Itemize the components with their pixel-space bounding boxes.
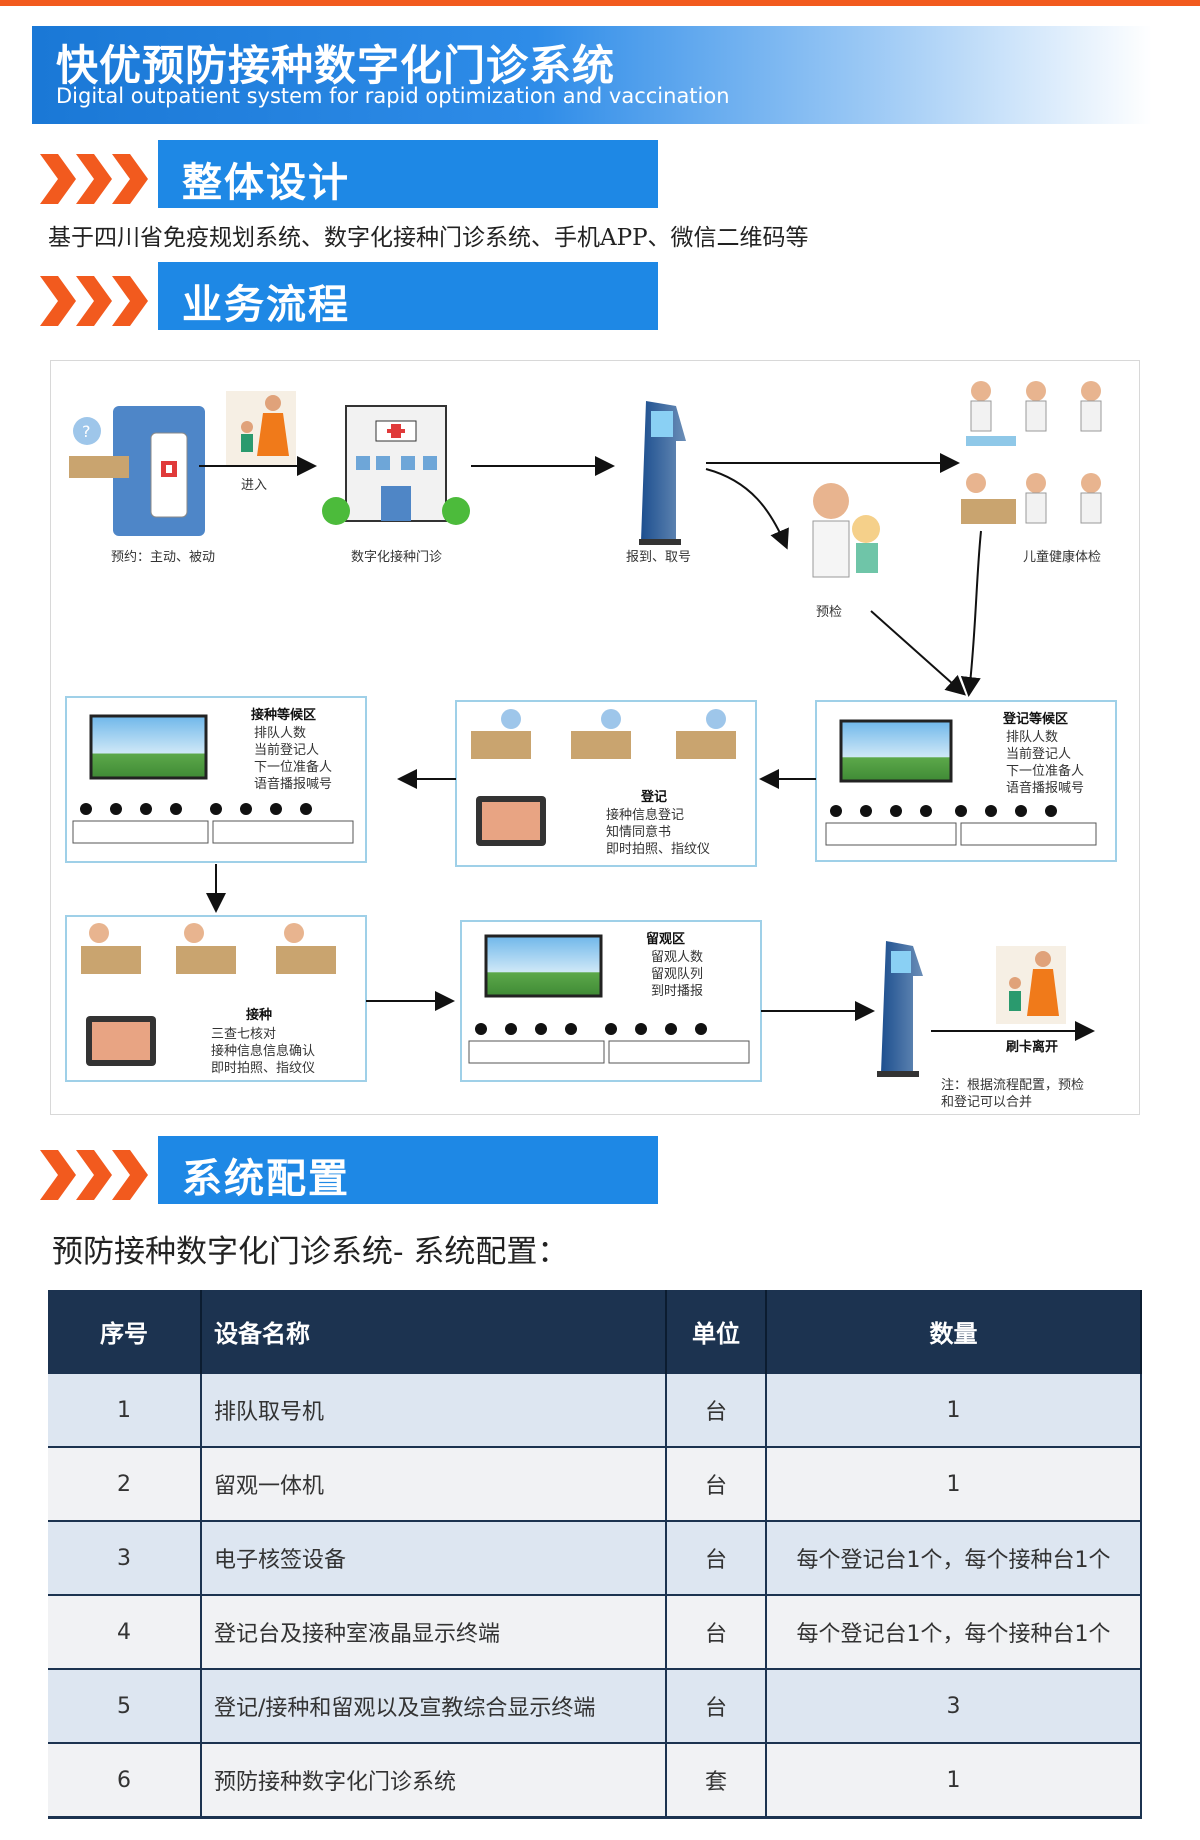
top-accent-line <box>0 0 1200 6</box>
label-clinic: 数字化接种门诊 <box>351 549 442 565</box>
cell-quantity: 1 <box>766 1446 1142 1521</box>
config-caption: 预防接种数字化门诊系统- 系统配置： <box>52 1234 569 1270</box>
phone-appointment-icon: ? <box>69 406 205 536</box>
register-title: 登记 <box>640 789 667 805</box>
observe-item: 留观队列 <box>651 967 703 982</box>
section-header-config: 系统配置 <box>40 1136 660 1206</box>
cell-unit: 台 <box>666 1594 767 1669</box>
cell-index: 2 <box>48 1446 202 1521</box>
table-row: 6 预防接种数字化门诊系统 套 1 <box>48 1742 1142 1819</box>
vaccinate-item: 即时拍照、指纹仪 <box>211 1061 315 1076</box>
chevron-arrows-icon <box>40 276 148 326</box>
observe-item: 到时播报 <box>651 984 703 999</box>
hospital-building-icon <box>322 405 470 525</box>
vaccinate-title: 接种 <box>246 1007 272 1023</box>
vaccinate-item: 三查七核对 <box>211 1027 276 1042</box>
reg-wait-item: 排队人数 <box>1006 730 1058 745</box>
label-enter: 进入 <box>241 478 267 493</box>
registration-desk-area <box>455 700 757 867</box>
section-title-config: 系统配置 <box>182 1156 350 1202</box>
reg-wait-item: 语音播报喊号 <box>1006 780 1084 796</box>
cell-device-name: 登记台及接种室液晶显示终端 <box>201 1594 667 1669</box>
banner-subtitle: Digital outpatient system for rapid opti… <box>56 84 730 108</box>
precheck-doctor-icon <box>812 483 880 578</box>
observe-item: 留观人数 <box>651 950 703 965</box>
exit-card-kiosk-icon <box>877 941 923 1077</box>
header-device-name: 设备名称 <box>201 1290 667 1373</box>
registration-waiting-area <box>815 700 1117 862</box>
label-checkin: 报到、取号 <box>626 550 691 565</box>
section-title-flow: 业务流程 <box>182 282 350 328</box>
register-item: 接种信息登记 <box>606 807 684 823</box>
cell-index: 1 <box>48 1372 202 1447</box>
cell-quantity: 1 <box>766 1372 1142 1447</box>
cell-index: 6 <box>48 1742 202 1819</box>
vaccinate-item: 接种信息信息确认 <box>211 1043 315 1059</box>
cell-unit: 台 <box>666 1372 767 1447</box>
chevron-arrows-icon <box>40 1150 148 1200</box>
header-quantity: 数量 <box>766 1290 1142 1373</box>
table-header-row: 序号 设备名称 单位 数量 <box>48 1290 1142 1373</box>
label-appointment: 预约：主动、被动 <box>111 550 215 565</box>
section-title-design: 整体设计 <box>182 160 350 206</box>
observe-title: 留观区 <box>646 931 685 947</box>
cell-quantity: 1 <box>766 1742 1142 1819</box>
label-child-exam: 儿童健康体检 <box>1023 549 1101 565</box>
note-line-1: 注：根据流程配置，预检 <box>941 1078 1084 1093</box>
cell-device-name: 留观一体机 <box>201 1446 667 1521</box>
reg-wait-title: 登记等候区 <box>1002 711 1068 727</box>
cell-device-name: 排队取号机 <box>201 1372 667 1447</box>
banner-title: 快优预防接种数字化门诊系统 <box>56 41 616 90</box>
vac-wait-item: 下一位准备人 <box>254 759 332 775</box>
observation-area <box>460 920 762 1082</box>
vaccination-room-area <box>65 915 367 1082</box>
cell-unit: 台 <box>666 1668 767 1743</box>
note-line-2: 和登记可以合并 <box>941 1095 1032 1110</box>
child-health-exam-icon <box>961 381 1102 524</box>
table-row: 4 登记台及接种室液晶显示终端 台 每个登记台1个，每个接种台1个 <box>48 1594 1142 1669</box>
chevron-arrows-icon <box>40 154 148 204</box>
register-item: 即时拍照、指纹仪 <box>606 842 710 857</box>
cell-device-name: 登记/接种和留观以及宣教综合显示终端 <box>201 1668 667 1743</box>
cell-device-name: 预防接种数字化门诊系统 <box>201 1742 667 1819</box>
cell-index: 4 <box>48 1594 202 1669</box>
cell-quantity: 3 <box>766 1668 1142 1743</box>
cell-quantity: 每个登记台1个，每个接种台1个 <box>766 1594 1142 1669</box>
reg-wait-item: 当前登记人 <box>1006 746 1071 762</box>
vac-wait-title: 接种等候区 <box>251 707 316 723</box>
section-header-flow: 业务流程 <box>40 262 660 332</box>
vac-wait-item: 排队人数 <box>254 726 306 741</box>
register-item: 知情同意书 <box>606 824 671 840</box>
system-config-table: 序号 设备名称 单位 数量 1 排队取号机 台 1 2 留观一体机 台 1 3 … <box>48 1290 1142 1819</box>
reg-wait-item: 下一位准备人 <box>1006 763 1084 779</box>
cell-index: 5 <box>48 1668 202 1743</box>
parent-child-figure-icon <box>226 391 296 466</box>
label-precheck: 预检 <box>816 605 842 620</box>
queue-ticket-kiosk-icon <box>639 401 686 545</box>
cell-device-name: 电子核签设备 <box>201 1520 667 1595</box>
vaccination-waiting-area <box>65 696 367 863</box>
header-unit: 单位 <box>666 1290 767 1373</box>
vac-wait-item: 语音播报喊号 <box>254 776 332 792</box>
vac-wait-item: 当前登记人 <box>254 742 319 758</box>
svg-text:?: ? <box>82 422 91 441</box>
cell-unit: 台 <box>666 1446 767 1521</box>
section-header-design: 整体设计 <box>40 140 660 210</box>
cell-quantity: 每个登记台1个，每个接种台1个 <box>766 1520 1142 1595</box>
process-flow-diagram: ? 预约：主动、被动 进入 数字化接种门诊 <box>50 360 1140 1115</box>
cell-index: 3 <box>48 1520 202 1595</box>
table-row: 5 登记/接种和留观以及宣教综合显示终端 台 3 <box>48 1668 1142 1743</box>
table-row: 1 排队取号机 台 1 <box>48 1372 1142 1447</box>
cell-unit: 套 <box>666 1742 767 1819</box>
header-index: 序号 <box>48 1290 202 1373</box>
label-leave: 刷卡离开 <box>1006 1039 1058 1055</box>
cell-unit: 台 <box>666 1520 767 1595</box>
table-row: 3 电子核签设备 台 每个登记台1个，每个接种台1个 <box>48 1520 1142 1595</box>
leaving-parent-child-icon <box>996 946 1066 1024</box>
table-row: 2 留观一体机 台 1 <box>48 1446 1142 1521</box>
header-banner: 快优预防接种数字化门诊系统 Digital outpatient system … <box>32 26 1152 124</box>
intro-text: 基于四川省免疫规划系统、数字化接种门诊系统、手机APP、微信二维码等 <box>48 225 809 251</box>
